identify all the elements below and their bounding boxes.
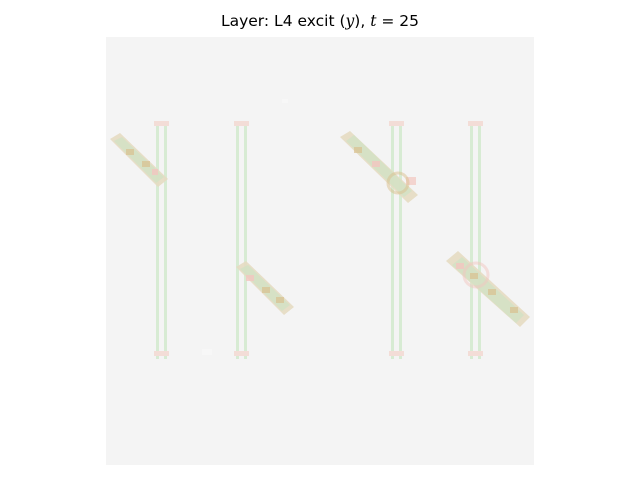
activation-map [106, 37, 534, 465]
noise-speckle [202, 99, 288, 355]
vertical-bar-2 [234, 121, 249, 359]
diagonal-segment-2 [236, 261, 294, 315]
diagonal-segment-3 [340, 131, 418, 203]
vertical-bar-4 [468, 121, 483, 359]
map-background [106, 37, 534, 465]
vertical-bar-1 [154, 121, 169, 359]
diagonal-segment-1 [110, 133, 168, 187]
diagonal-segment-4 [446, 251, 530, 327]
image-panel [106, 37, 534, 465]
figure-title: Layer: L4 excit (y), t = 25 [220, 12, 420, 30]
vertical-bar-3 [389, 121, 404, 359]
